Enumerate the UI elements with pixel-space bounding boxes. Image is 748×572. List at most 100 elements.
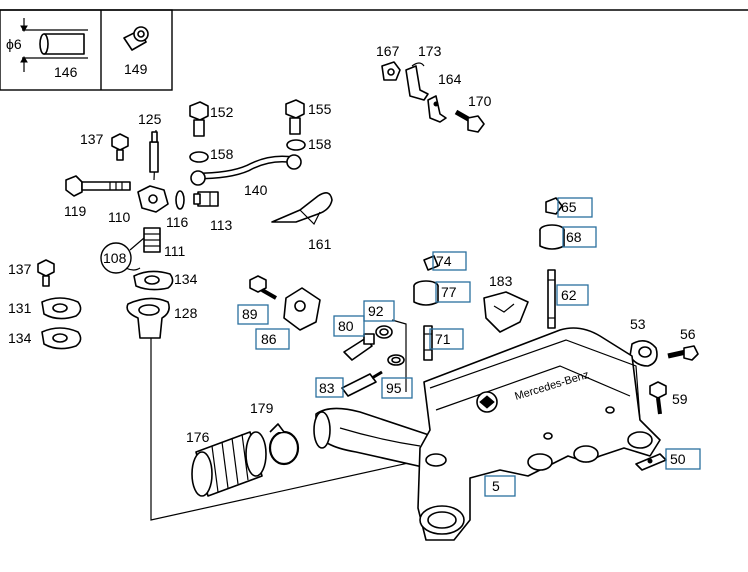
gasket-53-illustration	[629, 340, 658, 367]
valve-113-illustration	[193, 191, 219, 207]
part-label-140[interactable]: 140	[244, 182, 268, 198]
gasket-134-top-illustration	[133, 270, 174, 291]
clamp-179-illustration	[268, 423, 300, 466]
part-label-128[interactable]: 128	[174, 305, 198, 321]
part-label-110[interactable]: 110	[108, 209, 131, 225]
part-label-134-left[interactable]: 134	[8, 330, 32, 346]
part-label-161[interactable]: 161	[308, 236, 332, 252]
part-label-59[interactable]: 59	[672, 391, 688, 407]
leader-line-128	[150, 338, 441, 521]
part-label-83[interactable]: 83	[319, 380, 335, 396]
bolt-137-top-illustration	[111, 133, 129, 161]
callout-108	[100, 237, 145, 274]
washer-95-illustration	[387, 354, 405, 366]
part-label-149[interactable]: 149	[124, 61, 148, 77]
gasket-50-illustration	[635, 453, 667, 471]
stud-62-illustration	[547, 269, 556, 329]
gasket-131-illustration	[41, 297, 82, 320]
banjo-bolt-155-illustration	[285, 99, 306, 151]
part-label-113[interactable]: 113	[210, 217, 233, 233]
part-label-89[interactable]: 89	[242, 306, 258, 322]
callout-box-71	[429, 328, 464, 350]
callout-box-68	[562, 226, 597, 248]
part-label-5[interactable]: 5	[492, 478, 500, 494]
screw-89-illustration	[249, 275, 277, 300]
part-label-134-top[interactable]: 134	[174, 271, 198, 287]
part-label-183[interactable]: 183	[489, 273, 513, 289]
bolt-56-illustration	[667, 345, 699, 361]
fuel-line-140-illustration	[190, 154, 302, 186]
part-label-125[interactable]: 125	[138, 111, 162, 127]
part-label-173[interactable]: 173	[418, 43, 442, 59]
part-label-176[interactable]: 176	[186, 429, 210, 445]
fitting-77-illustration	[413, 280, 439, 306]
part-label-155[interactable]: 155	[308, 101, 332, 117]
part-label-65[interactable]: 65	[561, 199, 577, 215]
washer-116-illustration	[175, 190, 185, 210]
part-label-167[interactable]: 167	[376, 43, 400, 59]
dimension-symbol: ϕ6	[6, 36, 22, 52]
callout-box-77	[435, 281, 471, 303]
part-label-53[interactable]: 53	[630, 316, 646, 332]
plug-74-illustration	[423, 255, 439, 271]
part-label-116[interactable]: 116	[166, 214, 189, 230]
bolt-137-left-illustration	[37, 259, 55, 287]
part-label-74[interactable]: 74	[436, 253, 452, 269]
callout-box-62	[556, 284, 589, 306]
bracket-173-illustration	[405, 62, 429, 101]
ring-92-illustration	[375, 325, 393, 339]
flange-128-illustration	[126, 297, 170, 339]
stud-71-illustration	[423, 325, 433, 361]
part-label-137-left[interactable]: 137	[8, 261, 32, 277]
part-label-86[interactable]: 86	[261, 331, 277, 347]
callout-box-65	[557, 197, 593, 218]
part-label-80[interactable]: 80	[338, 318, 354, 334]
part-label-119[interactable]: 119	[64, 203, 87, 219]
part-label-158-right[interactable]: 158	[308, 136, 332, 152]
cap-65-illustration	[545, 197, 563, 215]
part-label-92[interactable]: 92	[368, 303, 384, 319]
part-label-158-left[interactable]: 158	[210, 146, 234, 162]
part-label-77[interactable]: 77	[441, 284, 457, 300]
glow-plug-125-illustration	[149, 129, 159, 181]
part-label-111[interactable]: 111	[164, 243, 185, 259]
part-label-131[interactable]: 131	[8, 300, 32, 316]
clamp-161-illustration	[271, 192, 333, 226]
callout-box-86	[255, 328, 290, 350]
bracket-183-illustration	[483, 291, 529, 333]
banjo-fitting-149-illustration	[123, 26, 149, 51]
part-label-146[interactable]: 146	[54, 64, 78, 80]
legend-frame	[0, 9, 748, 91]
sensor-83-illustration	[341, 370, 383, 397]
callout-box-74	[432, 251, 467, 271]
part-label-179[interactable]: 179	[250, 400, 274, 416]
callout-box-95	[381, 377, 413, 399]
bolt-170-illustration	[454, 109, 485, 133]
part-label-137-top[interactable]: 137	[80, 131, 104, 147]
callout-box-5	[484, 475, 516, 497]
hose-146-illustration	[20, 18, 88, 72]
bracket-line-92-95	[391, 319, 407, 392]
nozzle-111-illustration	[143, 227, 161, 253]
callout-box-50	[665, 448, 701, 470]
part-label-164[interactable]: 164	[438, 71, 462, 87]
part-label-170[interactable]: 170	[468, 93, 492, 109]
nut-167-illustration	[381, 61, 401, 81]
part-label-56[interactable]: 56	[680, 326, 696, 342]
part-label-95[interactable]: 95	[386, 380, 402, 396]
holder-110-illustration	[137, 185, 169, 213]
clip-164-illustration	[427, 95, 447, 123]
intake-manifold-5-illustration	[417, 327, 661, 541]
part-label-71[interactable]: 71	[435, 331, 451, 347]
part-label-50[interactable]: 50	[670, 451, 686, 467]
bolt-59-illustration	[649, 381, 667, 415]
part-label-152[interactable]: 152	[210, 104, 234, 120]
part-label-108[interactable]: 108	[103, 250, 127, 266]
valve-68-illustration	[539, 224, 565, 250]
part-label-62[interactable]: 62	[561, 287, 577, 303]
part-label-68[interactable]: 68	[566, 229, 582, 245]
callout-box-80	[333, 315, 365, 337]
hose-176-illustration	[191, 431, 267, 497]
